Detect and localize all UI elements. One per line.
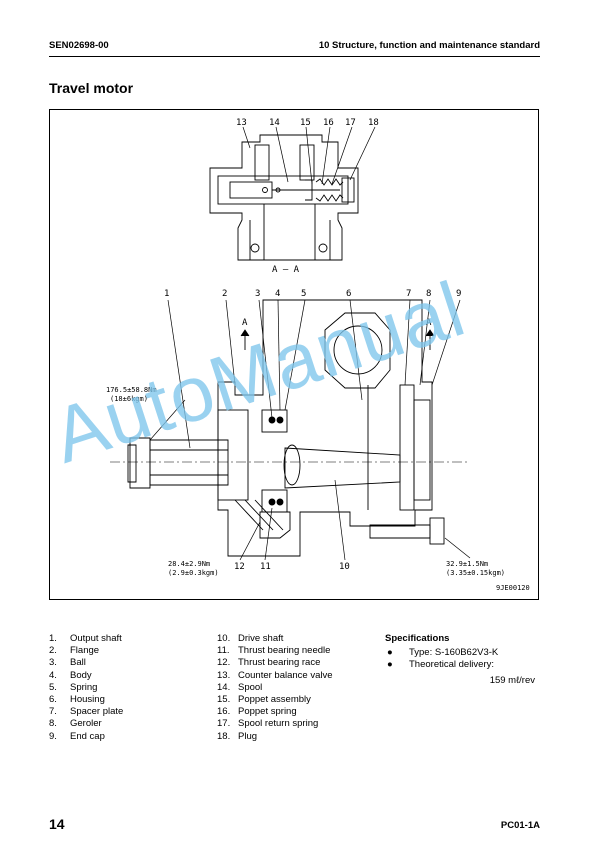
list-item: 10.Drive shaft	[217, 633, 284, 644]
callout-6: 6	[346, 289, 352, 299]
callout-12: 12	[234, 562, 245, 572]
section-aa-view	[209, 134, 359, 261]
list-item: 17.Spool return spring	[217, 718, 319, 730]
list-item: 14.Spool	[217, 681, 263, 693]
figure-id: 9JE00120	[496, 584, 530, 592]
callout-11: 11	[260, 562, 271, 572]
callout-1: 1	[164, 289, 170, 299]
callout-15: 15	[300, 118, 311, 128]
spec-delivery: ●Theoretical delivery:	[387, 659, 495, 671]
callout-13: 13	[236, 118, 247, 128]
list-item: 16.Poppet spring	[217, 706, 297, 718]
spec-delivery-value: 159 mℓ/rev	[489, 674, 535, 686]
callout-3: 3	[255, 289, 261, 299]
spec-type: ●Type: S-160B62V3-K	[387, 647, 499, 659]
list-item: 2.Flange	[49, 645, 100, 657]
list-item: 8.Geroler	[49, 718, 102, 730]
callout-10: 10	[339, 562, 350, 572]
list-item: 3.Ball	[49, 657, 86, 669]
list-item: 1.Output shaft	[49, 633, 122, 644]
callout-18: 18	[368, 118, 379, 128]
page-header: SEN02698-00 10 Structure, function and m…	[49, 40, 540, 54]
section-title: 10 Structure, function and maintenance s…	[318, 40, 540, 51]
list-item: 6.Housing	[49, 694, 105, 706]
section-mark-right: A	[426, 318, 432, 328]
page-title: Travel motor	[49, 80, 134, 96]
list-item: 9.End cap	[49, 730, 105, 742]
section-cut-marks	[240, 329, 435, 350]
list-item: 18.Plug	[217, 730, 258, 742]
callout-2: 2	[222, 289, 228, 299]
torque-note-3: 32.9±1.5Nm	[446, 560, 489, 568]
top-leaders	[242, 126, 376, 185]
main-leaders	[149, 299, 471, 561]
header-rule	[49, 56, 540, 57]
section-mark-left: A	[242, 318, 248, 328]
callout-9: 9	[456, 289, 462, 299]
callout-14: 14	[269, 118, 280, 128]
torque-note-1b: (18±6kgm)	[110, 395, 148, 403]
parts-list-2: 10.Drive shaft 11.Thrust bearing needle …	[217, 633, 333, 743]
page-number: 14	[49, 816, 65, 832]
main-section-view	[127, 299, 445, 557]
list-item: 15.Poppet assembly	[217, 694, 311, 706]
callout-17: 17	[345, 118, 356, 128]
torque-note-3b: (3.35±0.15kgm)	[446, 569, 506, 577]
callout-7: 7	[406, 289, 412, 299]
list-item: 7.Spacer plate	[49, 706, 124, 718]
motor-drawing	[110, 126, 471, 561]
torque-note-2: 28.4±2.9Nm	[168, 560, 211, 568]
callout-8: 8	[426, 289, 432, 299]
model-code: PC01-1A	[500, 820, 540, 831]
callout-5: 5	[301, 289, 307, 299]
torque-note-2b: (2.9±0.3kgm)	[168, 569, 219, 577]
list-item: 13.Counter balance valve	[217, 669, 333, 681]
list-item: 4.Body	[49, 669, 92, 681]
parts-list-1: 1.Output shaft 2.Flange 3.Ball 4.Body 5.…	[49, 633, 123, 743]
specifications: Specifications ●Type: S-160B62V3-K ●Theo…	[385, 633, 545, 687]
spec-heading: Specifications	[385, 633, 450, 644]
callout-16: 16	[323, 118, 334, 128]
doc-id: SEN02698-00	[49, 40, 109, 51]
travel-motor-figure: 13 14 15 16 17 18 A – A 1 2 3 4 5 6 7 8 …	[49, 109, 539, 600]
list-item: 12.Thrust bearing race	[217, 657, 321, 669]
callout-4: 4	[275, 289, 281, 299]
list-item: 11.Thrust bearing needle	[217, 645, 331, 657]
section-label: A – A	[272, 265, 300, 275]
list-item: 5.Spring	[49, 681, 98, 693]
torque-note-1: 176.5±58.8Nm	[106, 386, 157, 394]
